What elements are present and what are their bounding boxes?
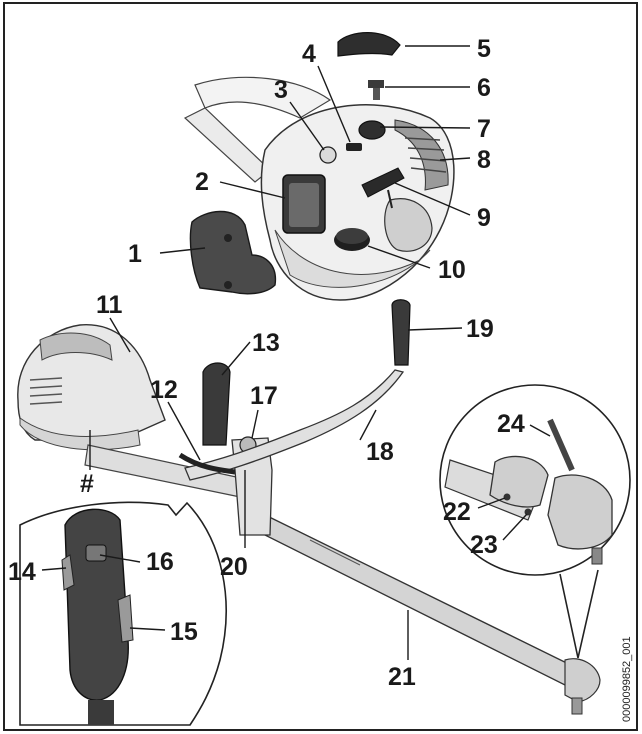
- callout-14: 14: [8, 558, 36, 586]
- throttle-cable: [178, 452, 236, 475]
- callout-6: 6: [477, 74, 491, 102]
- left-handle-grip: [391, 299, 411, 366]
- callout-7: 7: [477, 115, 491, 143]
- callout-8: 8: [477, 146, 491, 174]
- callout-9: 9: [477, 204, 491, 232]
- callout-15: 15: [170, 618, 198, 646]
- fuel-tank-window: [282, 174, 326, 234]
- leader-lines: [41, 45, 551, 660]
- callout-1: 1: [128, 240, 142, 268]
- callout-10: 10: [438, 256, 466, 284]
- spark-plug-boot: [337, 32, 401, 57]
- engine-housing-top: [183, 76, 455, 301]
- callout-22: 22: [443, 498, 471, 526]
- gearbox-detail-inset: [439, 384, 631, 659]
- control-handle: [202, 362, 231, 446]
- starter-grip: [361, 167, 405, 209]
- callout-4: 4: [302, 40, 316, 68]
- callout-19: 19: [466, 315, 494, 343]
- air-filter-cover: [189, 210, 277, 295]
- start-stop-slider: [346, 143, 362, 151]
- choke-knob: [319, 146, 337, 164]
- callout-18: 18: [366, 438, 394, 466]
- callout-5: 5: [477, 35, 491, 63]
- callout-17: 17: [250, 382, 278, 410]
- figure-frame: [3, 2, 638, 731]
- gearbox: [564, 658, 601, 715]
- document-id: 0000099852_001: [621, 636, 633, 722]
- callout-labels: 1 2 3 4 5 6 7 8 9 10 11 12 13 14 15 16 1…: [8, 35, 525, 691]
- callout-16: 16: [146, 548, 174, 576]
- primer-bulb: [358, 120, 386, 140]
- callout-12: 12: [150, 376, 178, 404]
- callout-11: 11: [96, 291, 123, 319]
- callout-2: 2: [195, 168, 209, 196]
- spark-plug: [368, 80, 384, 100]
- callout-20: 20: [220, 553, 248, 581]
- callout-hash: #: [80, 470, 94, 498]
- callout-24: 24: [497, 410, 525, 438]
- tank-cap: [334, 228, 370, 251]
- callout-21: 21: [388, 663, 416, 691]
- callout-3: 3: [274, 76, 288, 104]
- control-handle-detail-inset: [19, 501, 227, 726]
- callout-13: 13: [252, 329, 280, 357]
- callout-23: 23: [470, 531, 498, 559]
